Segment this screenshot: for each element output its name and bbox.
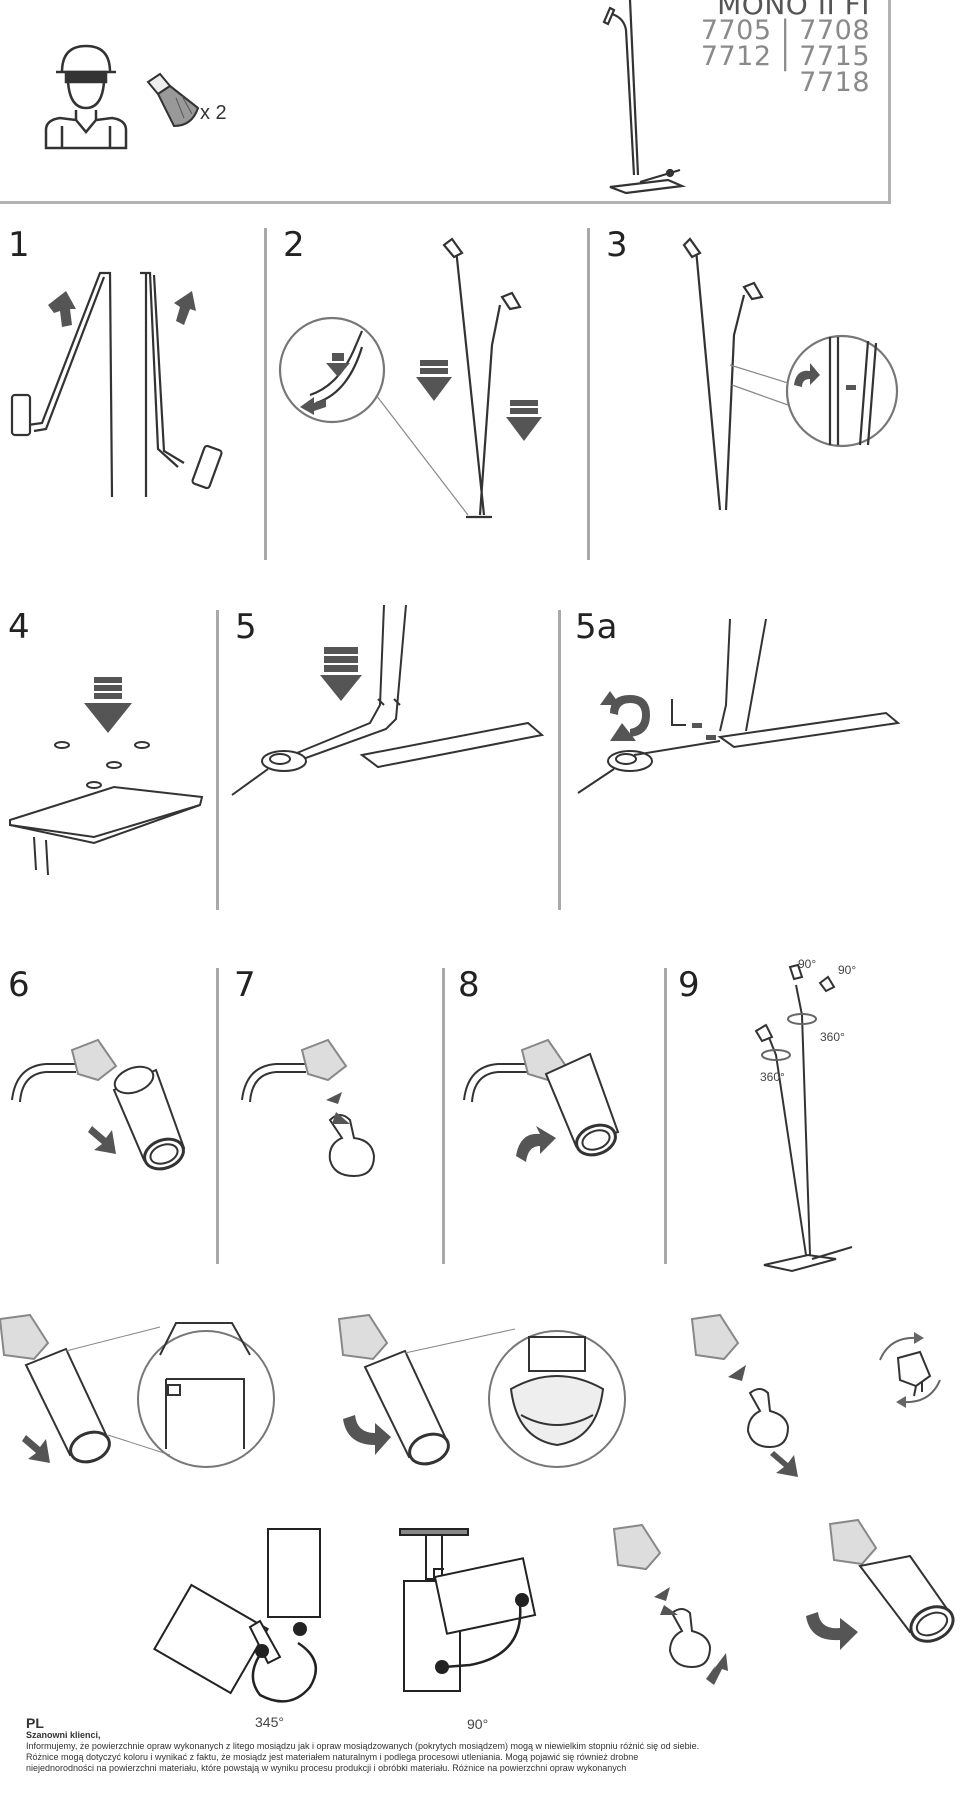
step-number-3: 3: [606, 225, 628, 265]
step-divider: [216, 610, 219, 910]
step1-illustration: [10, 271, 223, 498]
step7-illustration: [241, 1038, 376, 1178]
footer-line: Informujemy, że powierzchnie opraw wykon…: [26, 1741, 700, 1751]
step-number-5: 5: [235, 607, 257, 647]
rotation-range-90: [399, 1528, 537, 1692]
step4-illustration: [9, 677, 204, 876]
model-name: MONO II FI: [717, 0, 870, 21]
reassemble-detail-2: [806, 1518, 955, 1650]
step6-illustration: [11, 1038, 186, 1171]
step-divider: [587, 228, 590, 560]
rotation-range-label-345: 345°: [255, 1714, 284, 1730]
header-box: [0, 0, 891, 204]
step-divider: [558, 610, 561, 910]
step-divider: [442, 968, 445, 1264]
step5a-illustration: [577, 618, 901, 794]
replace-detail-1: [0, 1313, 275, 1468]
bulb-rotate-icon: [879, 1332, 941, 1408]
step9-illustration: [754, 963, 853, 1273]
step2-illustration: [278, 237, 542, 519]
model-code-line-3: 7718: [799, 67, 870, 98]
footer-line: Różnice mogą dotyczyć koloru i wynikać z…: [26, 1752, 639, 1762]
gu10-bulb-icon: [146, 72, 200, 128]
footer-line: niejednorodności na powierzchni materiał…: [26, 1763, 627, 1773]
installer-icon: [44, 44, 128, 150]
model-label: MONO II FI 7705 | 7708 7712 | 7715 7718: [701, 0, 870, 96]
step-number-7: 7: [234, 965, 256, 1005]
rotation-label: 360°: [760, 1070, 785, 1084]
step5-illustration: [231, 604, 545, 796]
product-floor-lamp-illustration: [602, 0, 687, 195]
replace-detail-3: [690, 1313, 798, 1477]
step-number-1: 1: [8, 225, 30, 265]
rotation-label: 360°: [820, 1030, 845, 1044]
step-number-5a: 5a: [575, 607, 618, 647]
footer-greeting: Szanowni klienci,: [26, 1730, 101, 1740]
rotation-range-label-90: 90°: [467, 1716, 489, 1732]
step-number-2: 2: [283, 225, 305, 265]
rotation-label: 90°: [838, 963, 857, 977]
step-divider: [264, 228, 267, 560]
step-number-8: 8: [458, 965, 480, 1005]
footer-language: PL: [26, 1715, 44, 1731]
reassemble-detail-1: [612, 1523, 728, 1685]
step3-illustration: [682, 237, 899, 511]
replace-detail-2: [337, 1313, 626, 1468]
step-number-4: 4: [8, 607, 30, 647]
step-divider: [664, 968, 667, 1264]
step-number-6: 6: [8, 965, 30, 1005]
rotation-label: 90°: [798, 957, 817, 971]
rotation-range-345: [153, 1528, 321, 1703]
step-number-9: 9: [678, 965, 700, 1005]
footer-notice: PL Szanowni klienci, Informujemy, że pow…: [26, 1715, 886, 1774]
step8-illustration: [463, 1038, 620, 1162]
step-divider: [216, 968, 219, 1264]
model-code-line-1: 7705 | 7708: [700, 15, 870, 46]
bulb-quantity: x 2: [200, 102, 227, 124]
model-code-line-2: 7712 | 7715: [700, 41, 870, 72]
